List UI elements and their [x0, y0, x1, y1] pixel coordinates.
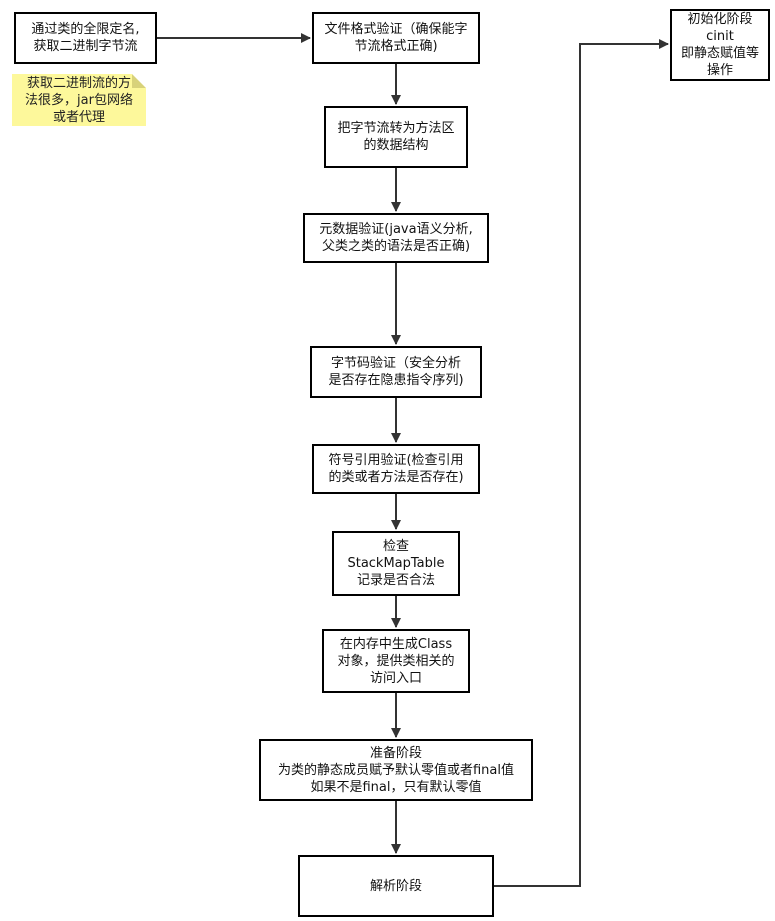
node-metadata-verify: 元数据验证(java语义分析, 父类之类的语法是否正确): [303, 213, 489, 263]
note-line: 或者代理: [52, 109, 105, 125]
node-get-bytes-line: 通过类的全限定名,: [31, 22, 140, 37]
node-bytecode-line: 是否存在隐患指令序列): [328, 373, 464, 388]
node-init-line: 即静态赋值等: [680, 46, 759, 61]
note-line: 获取二进制流的方: [26, 75, 131, 91]
node-bytecode-verify: 字节码验证（安全分析 是否存在隐患指令序列): [310, 346, 482, 398]
node-stackmap-line: 检查: [382, 539, 409, 554]
node-prepare-phase: 准备阶段 为类的静态成员赋予默认零值或者final值 如果不是final，只有默…: [259, 739, 533, 801]
node-symbol-verify: 符号引用验证(检查引用 的类或者方法是否存在): [312, 444, 480, 494]
node-init-phase: 初始化阶段 cinit 即静态赋值等 操作: [670, 9, 770, 81]
node-symbol-line: 符号引用验证(检查引用: [328, 453, 464, 468]
edge-resolve-to-init: [494, 39, 669, 887]
node-method-area-line: 的数据结构: [363, 138, 429, 153]
node-file-format-verify: 文件格式验证（确保能字 节流格式正确): [312, 12, 480, 64]
node-init-line: 操作: [706, 63, 733, 78]
node-init-line: cinit: [706, 29, 734, 44]
node-file-format-line: 文件格式验证（确保能字: [324, 22, 468, 37]
node-prepare-line: 为类的静态成员赋予默认零值或者final值: [277, 762, 514, 778]
node-to-method-area: 把字节流转为方法区 的数据结构: [324, 106, 468, 168]
node-class-object-line: 对象，提供类相关的: [337, 653, 455, 669]
node-class-object: 在内存中生成Class 对象，提供类相关的 访问入口: [322, 629, 470, 693]
node-symbol-line: 的类或者方法是否存在): [328, 470, 464, 485]
node-stackmap-line: 记录是否合法: [356, 573, 435, 588]
node-class-object-line: 访问入口: [369, 670, 422, 686]
node-bytecode-line: 字节码验证（安全分析: [330, 356, 461, 371]
node-file-format-line: 节流格式正确): [354, 39, 438, 54]
node-resolve-phase: 解析阶段: [298, 855, 494, 917]
node-get-bytes-line: 获取二进制字节流: [33, 39, 138, 54]
node-class-object-line: 在内存中生成Class: [339, 636, 453, 652]
node-prepare-line: 准备阶段: [369, 745, 422, 761]
node-resolve-line: 解析阶段: [369, 878, 422, 894]
node-stackmap-line: StackMapTable: [347, 556, 445, 571]
node-init-line: 初始化阶段: [687, 12, 753, 27]
node-method-area-line: 把字节流转为方法区: [337, 121, 455, 136]
node-get-bytes: 通过类的全限定名, 获取二进制字节流: [14, 12, 157, 64]
node-metadata-line: 元数据验证(java语义分析,: [319, 222, 473, 237]
note-line: 法很多，jar包网络: [25, 92, 133, 108]
node-stackmap-check: 检查 StackMapTable 记录是否合法: [332, 531, 460, 596]
node-prepare-line: 如果不是final，只有默认零值: [310, 779, 482, 795]
note-fold-corner: [132, 74, 146, 88]
node-metadata-line: 父类之类的语法是否正确): [321, 239, 471, 254]
note-binary-sources: 获取二进制流的方 法很多，jar包网络 或者代理: [12, 74, 146, 126]
